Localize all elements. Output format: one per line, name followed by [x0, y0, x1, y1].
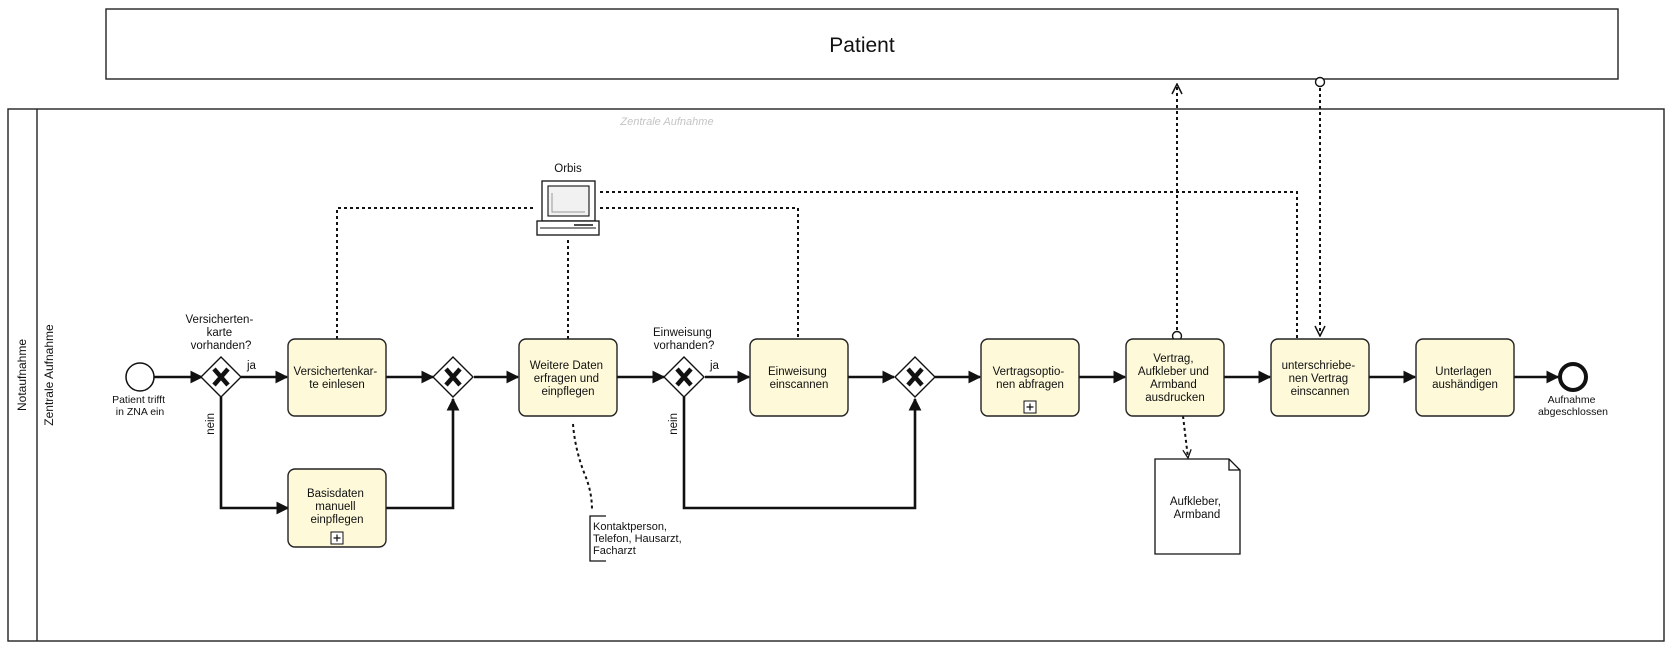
gateway-versichertenkarte[interactable]: Versicherten- karte vorhanden? ja nein	[186, 314, 257, 435]
gateway-no-label: nein	[205, 413, 217, 435]
end-event[interactable]: Aufnahme abgeschlossen	[1538, 362, 1608, 418]
pool-patient[interactable]: Patient	[105, 8, 1619, 80]
gateway-einweisung[interactable]: Einweisung vorhanden? ja nein	[653, 327, 720, 435]
assoc-data-output	[1182, 415, 1188, 458]
start-event-label: Patient trifft in ZNA ein	[112, 394, 168, 418]
pool-notaufnahme-label: Notaufnahme	[15, 339, 29, 411]
assoc-unterschrieben-orbis	[600, 191, 1298, 339]
task-label: Einweisung einscannen	[768, 366, 830, 391]
orbis-system[interactable]: Orbis	[536, 163, 600, 236]
end-event-label: Aufnahme abgeschlossen	[1538, 394, 1608, 418]
x-icon	[444, 367, 462, 387]
task-label: Basisdaten manuell einpflegen	[307, 488, 367, 526]
task-unterlagen[interactable]: Unterlagen aushändigen	[1415, 338, 1515, 417]
start-event[interactable]: Patient trifft in ZNA ein	[112, 362, 168, 418]
task-weitere-daten[interactable]: Weitere Daten erfragen und einpflegen	[518, 338, 618, 417]
task-label: Vertragsoptio- nen abfragen	[993, 366, 1068, 391]
subprocess-plus-icon	[330, 531, 344, 545]
x-icon	[212, 367, 230, 387]
gateway-yes-label: ja	[246, 360, 257, 372]
associations	[336, 76, 1325, 511]
data-object-aufkleber[interactable]: Aufkleber, Armband	[1154, 458, 1241, 555]
task-vertragsoptionen[interactable]: Vertragsoptio- nen abfragen	[980, 338, 1080, 417]
lane-watermark: Zentrale Aufnahme	[619, 116, 713, 128]
task-einweisung[interactable]: Einweisung einscannen	[749, 338, 849, 417]
gateway-question: Einweisung vorhanden?	[653, 327, 715, 352]
task-label: Versichertenkar- te einlesen	[294, 366, 381, 391]
sequence-flows	[154, 370, 1560, 515]
task-label: Unterlagen aushändigen	[1432, 366, 1498, 391]
task-basisdaten[interactable]: Basisdaten manuell einpflegen	[287, 468, 387, 548]
task-label: unterschriebe- nen Vertrag einscannen	[1282, 360, 1359, 398]
task-label: Vertrag, Aufkleber und Armband ausdrucke…	[1138, 353, 1212, 404]
x-icon	[906, 367, 924, 387]
gateway-no-label: nein	[668, 413, 680, 435]
text-annotation[interactable]: Kontaktperson, Telefon, Hausarzt, Fachar…	[589, 515, 685, 562]
task-versichertenkarte[interactable]: Versichertenkar- te einlesen	[287, 338, 387, 417]
task-unterschrieben[interactable]: unterschriebe- nen Vertrag einscannen	[1270, 338, 1370, 417]
data-object-label: Aufkleber, Armband	[1170, 496, 1224, 521]
gateway-question: Versicherten- karte vorhanden?	[186, 314, 257, 352]
gateway-yes-label: ja	[709, 360, 720, 372]
computer-icon	[536, 180, 600, 236]
pool-patient-label: Patient	[829, 34, 895, 57]
gateway-merge-2[interactable]	[894, 356, 936, 398]
assoc-einweisung-orbis	[600, 207, 799, 339]
subprocess-plus-icon	[1023, 400, 1037, 414]
assoc-versichertenkarte-orbis	[336, 207, 536, 339]
x-icon	[675, 367, 693, 387]
annotation-text: Kontaktperson, Telefon, Hausarzt, Fachar…	[593, 521, 685, 557]
lane-label: Zentrale Aufnahme	[42, 324, 56, 426]
task-vertrag[interactable]: Vertrag, Aufkleber und Armband ausdrucke…	[1125, 338, 1225, 417]
assoc-annotation	[572, 423, 593, 511]
gateway-merge-1[interactable]	[432, 356, 474, 398]
system-label: Orbis	[554, 163, 582, 175]
task-label: Weitere Daten erfragen und einpflegen	[530, 360, 607, 398]
